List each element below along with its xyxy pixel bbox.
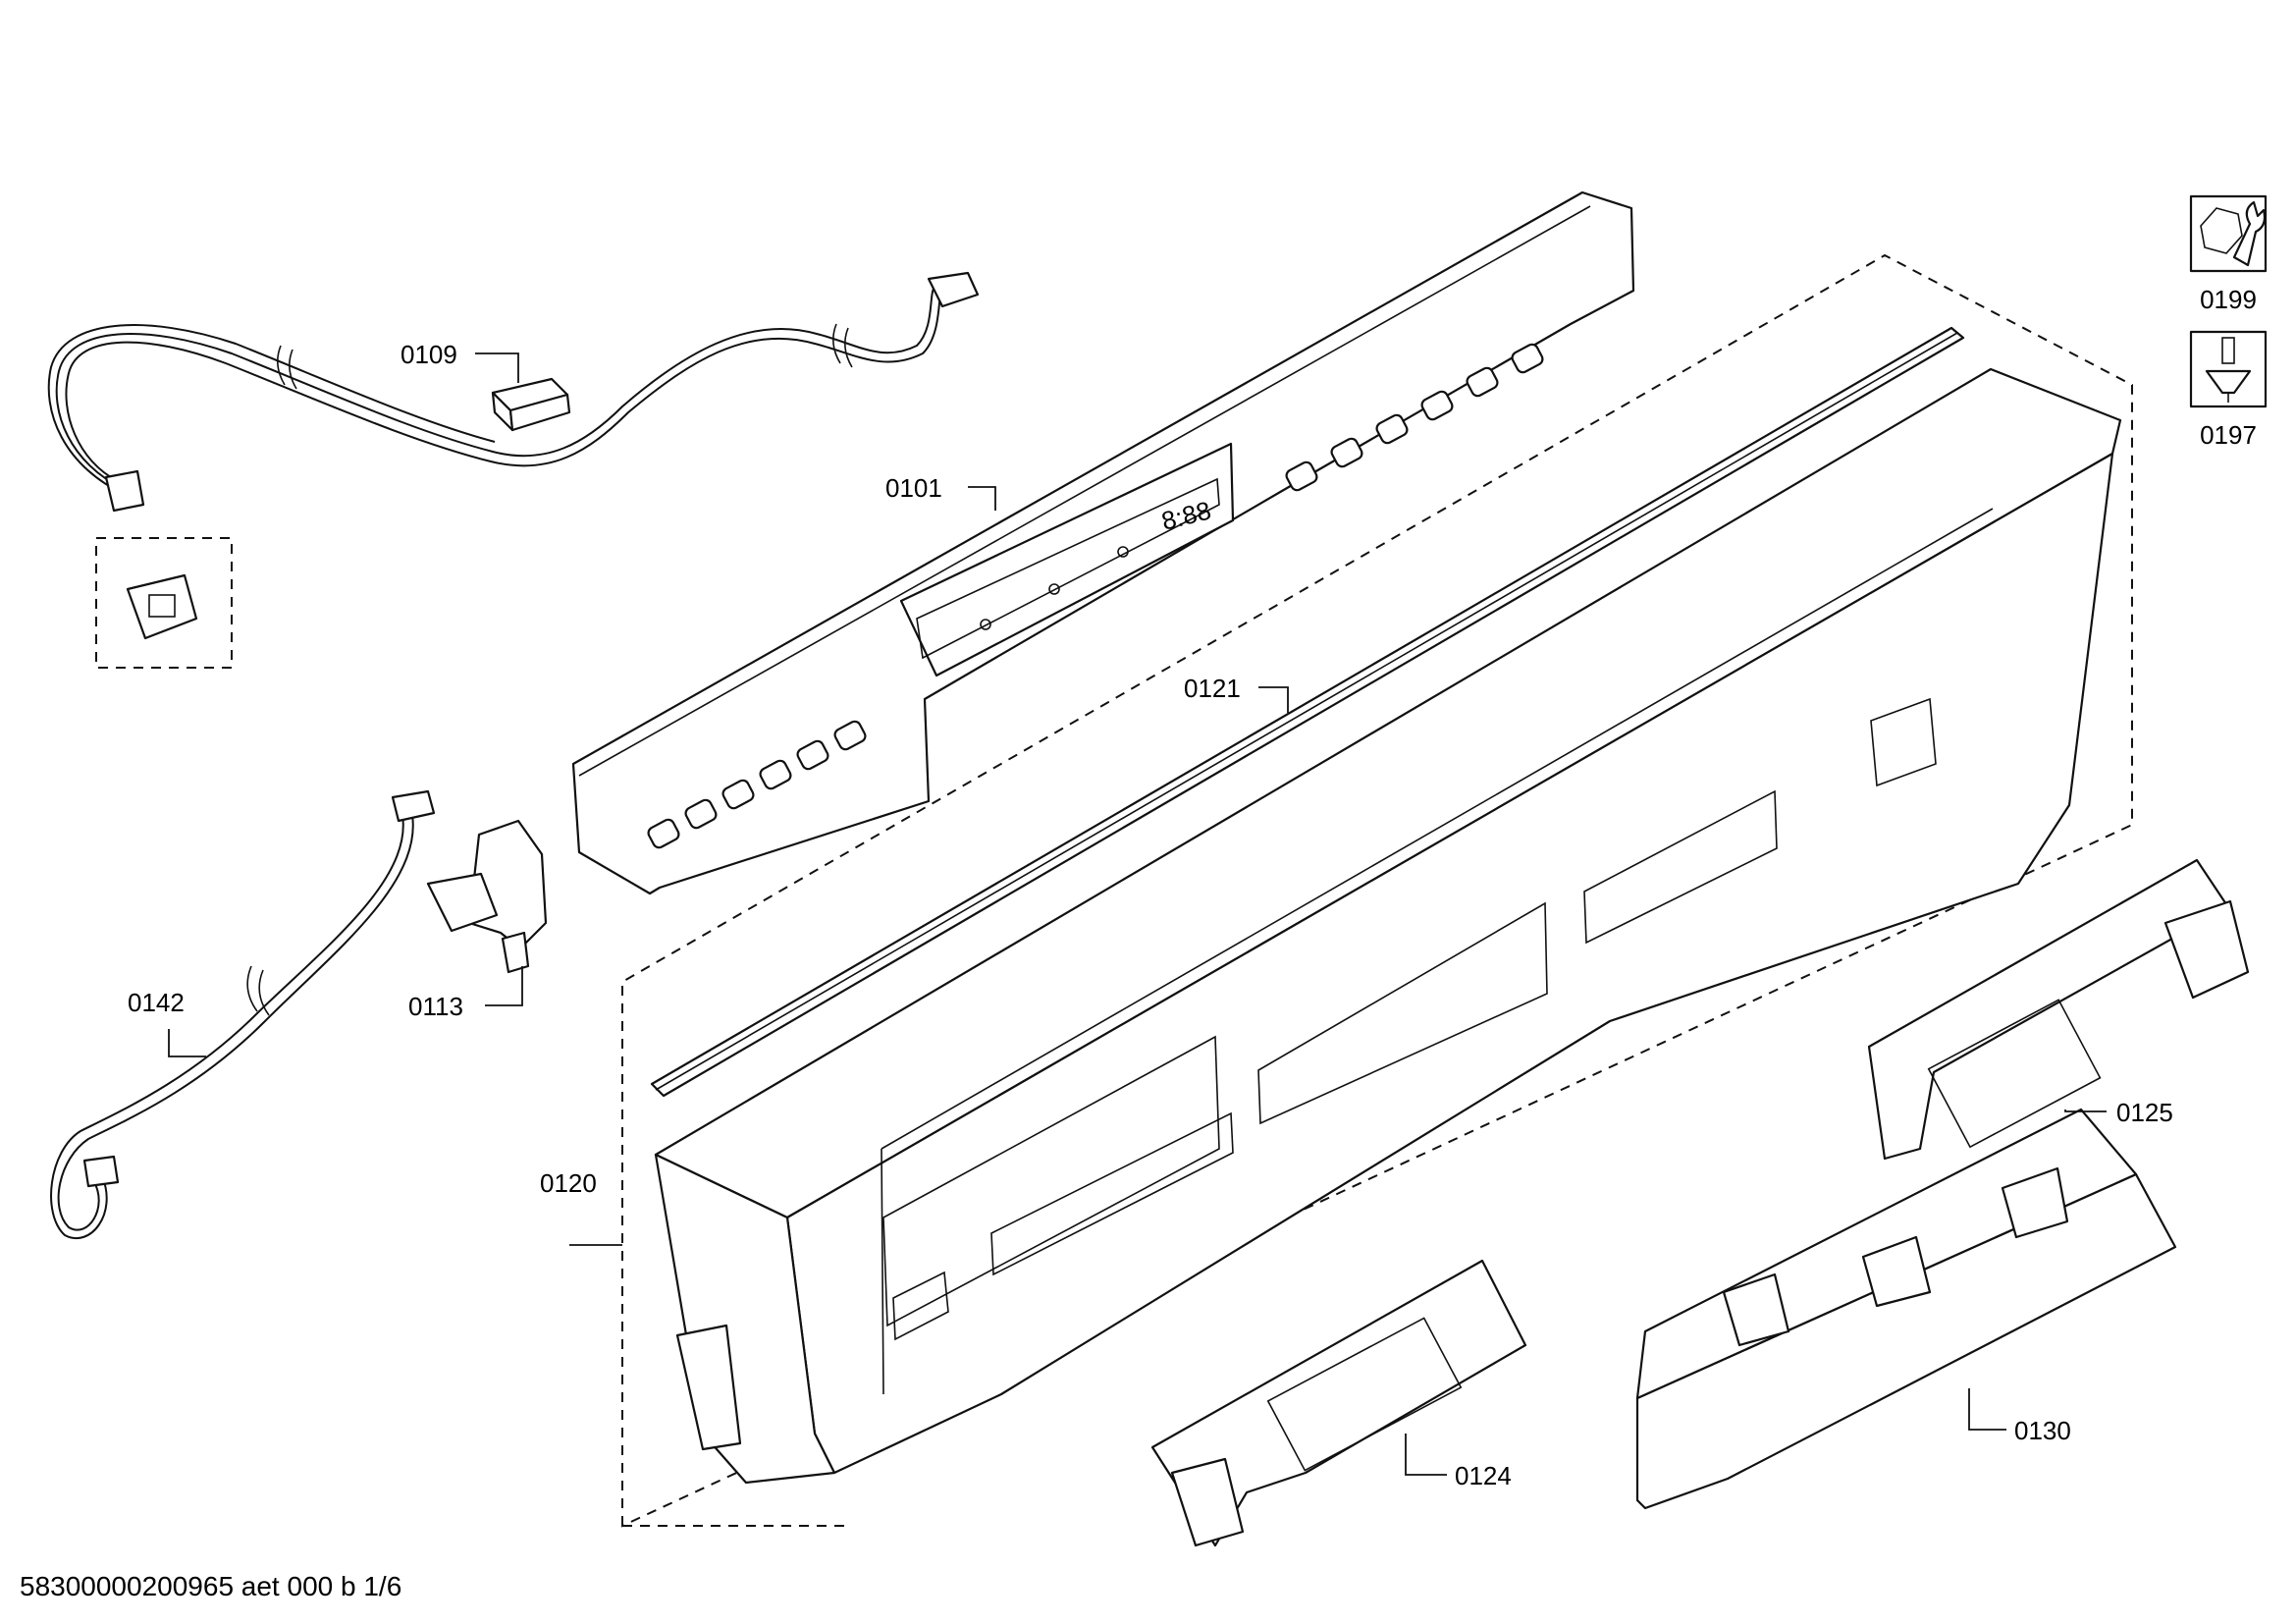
trim-strip-0121 [650,326,1965,1098]
panel-right-key-6 [1511,343,1544,374]
icon-label-0197: 0197 [2200,420,2257,450]
label-0142: 0142 [128,988,185,1017]
bracket-0124 [1150,1259,1527,1547]
cable-0142 [50,789,436,1239]
inset-detail-box [95,537,233,669]
door-switch-0113 [426,819,548,974]
control-panel-0101: 8:88 [571,190,1635,895]
label-0113: 0113 [408,992,463,1021]
label-0120: 0120 [540,1168,597,1198]
fascia-housing-0120 [654,367,2122,1485]
screw-icon [2189,330,2268,408]
panel-right-key-4 [1420,390,1454,421]
part-labels: 0109 0101 0121 0120 0113 0142 0125 0124 … [128,340,2173,1490]
wiring-harness-0109 [47,271,980,513]
icon-label-0199: 0199 [2200,285,2257,314]
label-0130: 0130 [2014,1416,2071,1445]
label-0125: 0125 [2116,1098,2173,1127]
panel-left-key-1 [647,818,680,849]
cover-0130 [1635,1108,2177,1510]
label-0121: 0121 [1184,674,1241,703]
bracket-0125 [1867,858,2250,1161]
wrench-nut-icon [2189,194,2268,273]
panel-right-key-5 [1466,366,1499,398]
label-0124: 0124 [1455,1461,1512,1490]
label-0109: 0109 [400,340,457,369]
panel-left-key-4 [759,759,792,790]
panel-right-key-3 [1375,413,1409,445]
panel-left-key-6 [833,720,867,751]
panel-left-key-2 [684,798,718,830]
panel-left-key-5 [796,739,829,771]
assembly-boundary [621,253,2133,1528]
label-0101: 0101 [885,473,942,503]
panel-left-key-3 [721,779,755,810]
panel-right-key-1 [1285,460,1318,492]
panel-right-key-2 [1330,437,1363,468]
drawing-number: 58300000200965 aet 000 b 1/6 [20,1571,402,1601]
